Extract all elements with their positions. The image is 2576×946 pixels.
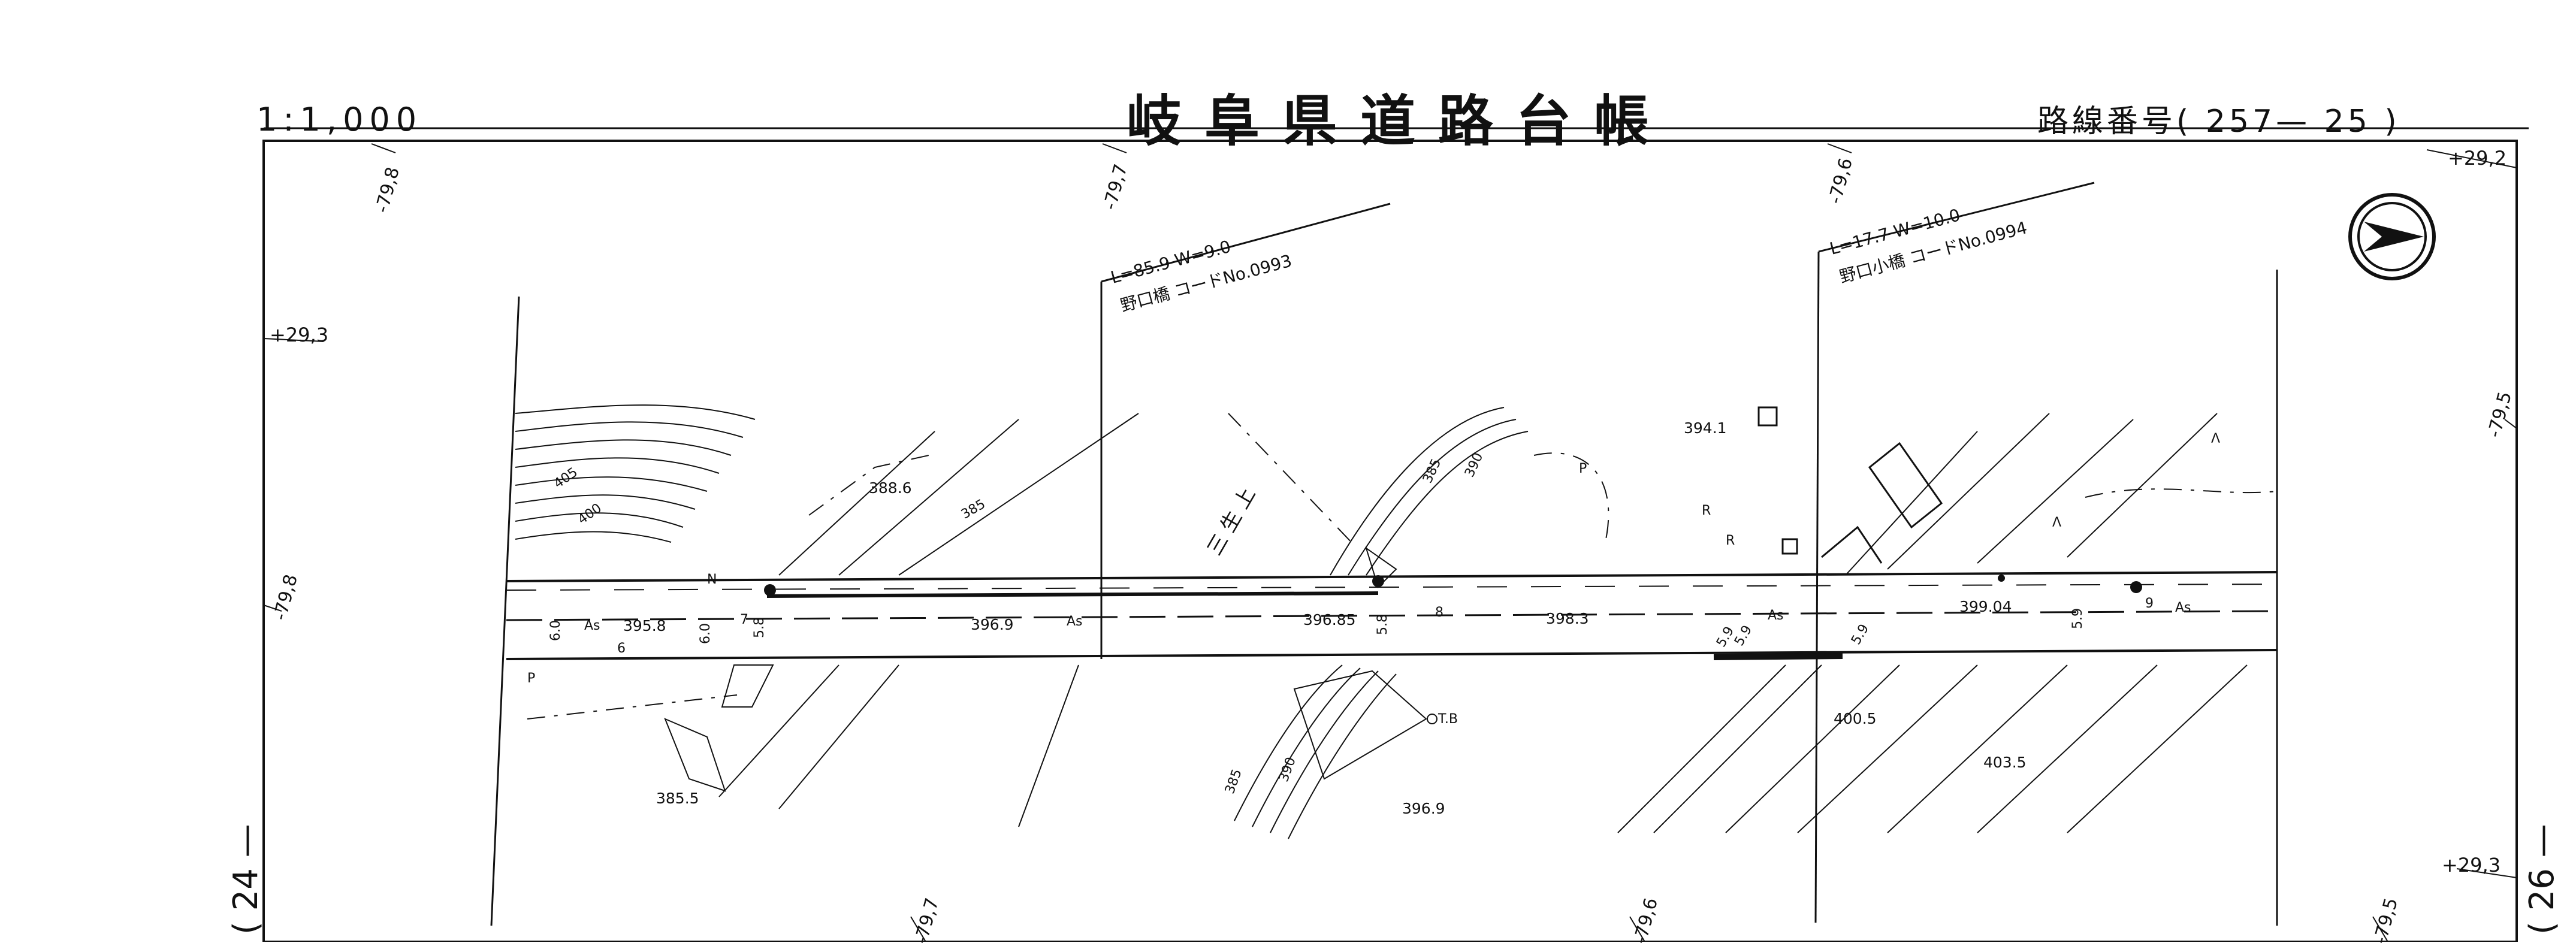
marker-dots <box>764 575 2142 596</box>
limit-line <box>490 296 520 926</box>
map-scale: 1:1,000 <box>256 101 423 138</box>
road-width-label: 5.9 <box>2070 608 2085 629</box>
route-number-label: 路線番号( 257— 25 ) <box>2037 96 2400 141</box>
map-symbol: P <box>1579 461 1587 476</box>
elevation-label: 394.1 <box>1684 419 1727 437</box>
bridge-callout-leader <box>1101 203 1391 283</box>
main-road <box>506 571 2278 660</box>
boundary-lines <box>527 413 2278 720</box>
contour-lines-left <box>515 404 756 543</box>
road-width-label: 7 <box>740 612 748 627</box>
tb-label: T.B <box>1438 712 1458 727</box>
road-width-label: 6 <box>617 641 626 656</box>
map-symbol: Λ <box>2052 515 2062 530</box>
north-arrow-icon <box>2348 193 2436 280</box>
contour-lines-center <box>1234 407 1529 839</box>
road-surface-label: As <box>1768 608 1784 623</box>
road-surface-label: As <box>2175 600 2191 615</box>
map-symbol: N <box>707 572 717 587</box>
elevation-label: 399.04 <box>1959 598 2012 615</box>
route-close: ) <box>2384 104 2400 140</box>
grid-label-left: +29,3 <box>270 324 329 346</box>
route-label: 路線番号( <box>2037 104 2193 140</box>
slope-lines-right <box>1617 413 2248 833</box>
road-width-label: 6.0 <box>548 620 563 641</box>
map-frame <box>262 140 2518 942</box>
grid-label-bottom: +29,3 <box>2442 854 2501 877</box>
map-symbol: P <box>527 671 536 686</box>
road-width-label: 9 <box>2145 596 2154 611</box>
map-symbol: R <box>1726 533 1735 548</box>
elevation-label: 385.5 <box>656 790 699 807</box>
grid-label-top: +29,2 <box>2448 147 2507 170</box>
elevation-label: 396.9 <box>971 616 1014 633</box>
route-number: 257— 25 <box>2205 104 2371 140</box>
road-surface-label: As <box>584 618 600 633</box>
road-width-label: 5.8 <box>1375 614 1390 635</box>
elevation-label: 398.3 <box>1546 610 1589 627</box>
elevation-label: 403.5 <box>1983 754 2027 771</box>
slope-lines-left <box>718 413 1139 827</box>
elevation-label: 400.5 <box>1834 710 1877 727</box>
road-width-label: 5.8 <box>752 617 767 638</box>
elevation-label: 395.8 <box>623 617 666 634</box>
road-surface-label: As <box>1067 614 1083 629</box>
bridge-callout-leader <box>1818 182 2095 253</box>
elevation-label: 396.9 <box>1402 800 1445 817</box>
road-width-label: 6.0 <box>698 623 713 644</box>
bridge-line <box>1814 251 1820 923</box>
map-title: 岐阜県道路台帳 <box>1127 89 1672 153</box>
tb-marker-icon <box>1427 714 1438 724</box>
map-symbol: Λ <box>2211 431 2221 446</box>
building-outlines <box>1757 406 1943 564</box>
elevation-label: 388.6 <box>869 479 912 497</box>
hatched-area <box>664 546 1427 792</box>
map-symbol: R <box>1702 503 1711 518</box>
elevation-label: 396.85 <box>1303 611 1356 628</box>
road-width-label: 8 <box>1435 605 1443 620</box>
grid-ticks <box>263 143 2517 942</box>
